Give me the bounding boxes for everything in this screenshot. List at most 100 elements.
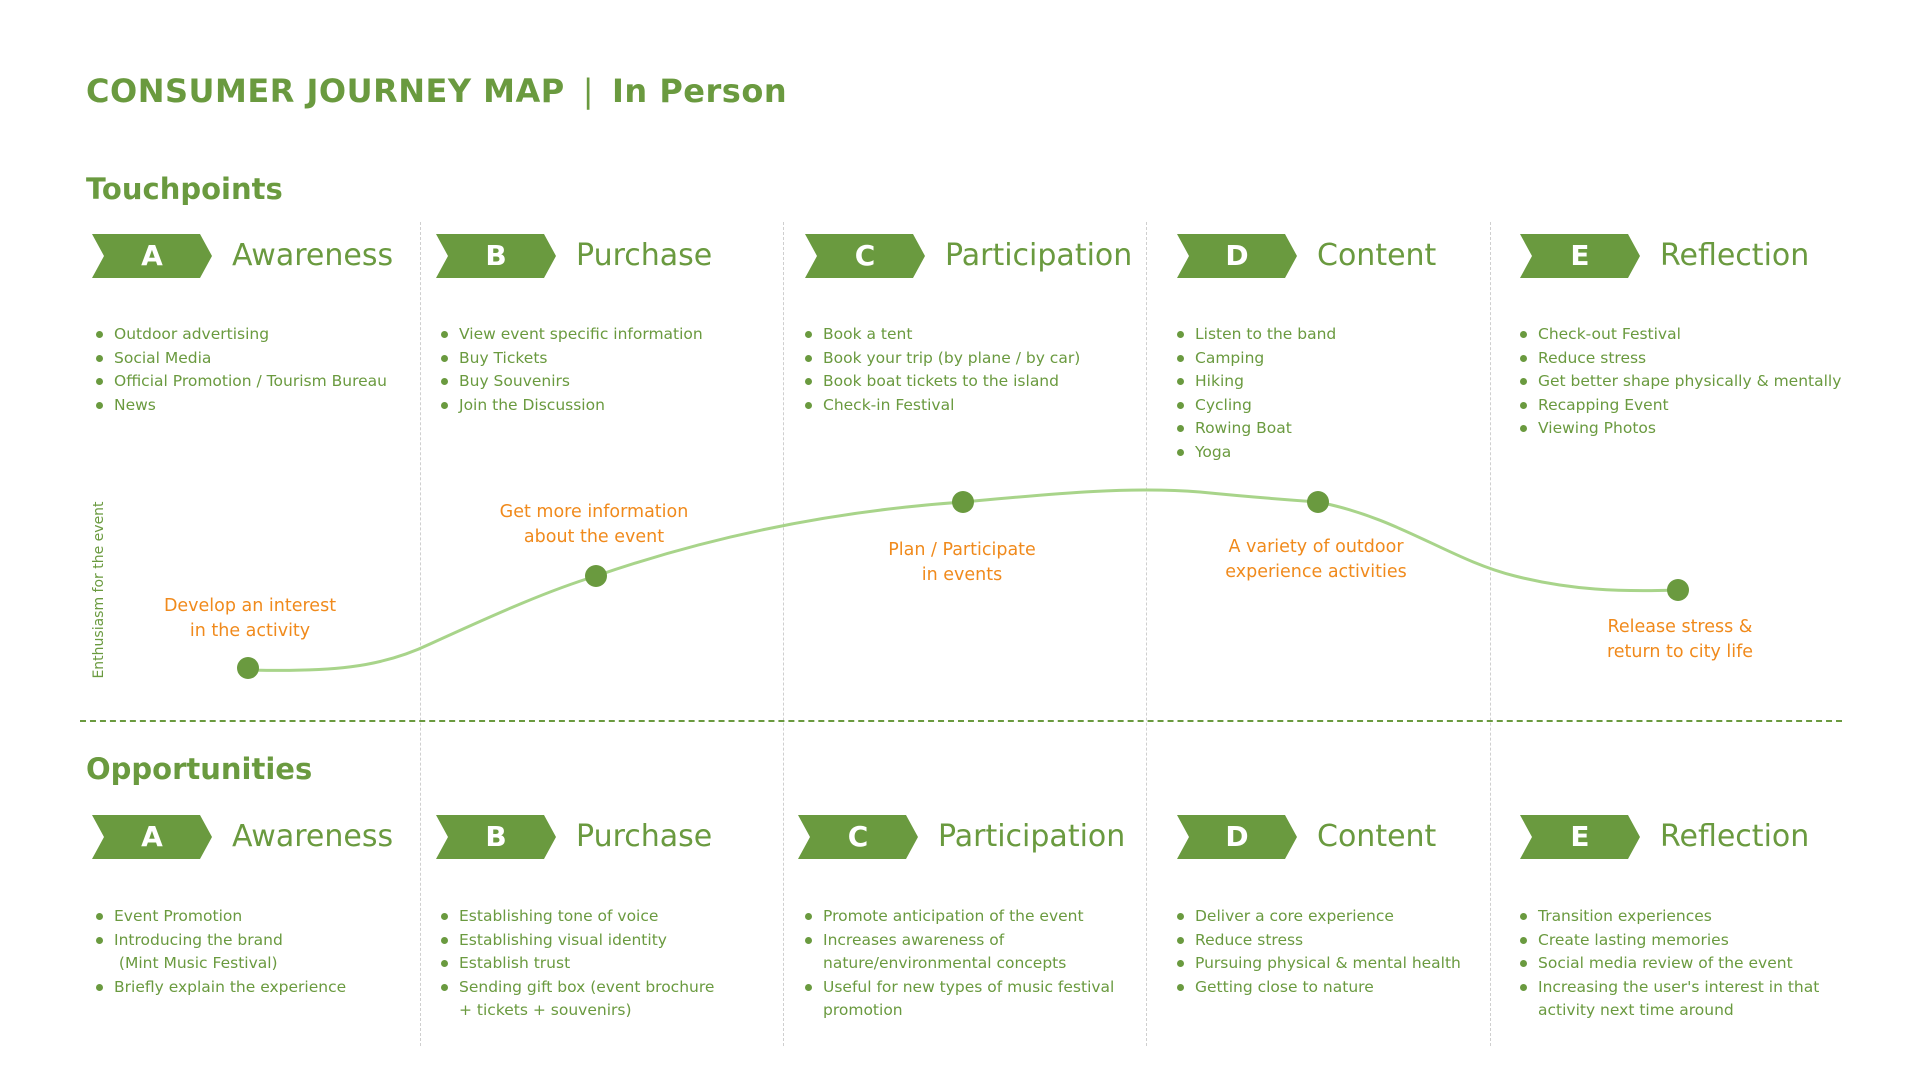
curve-label-reflection: Release stress & return to city life: [1560, 615, 1800, 665]
page-title: CONSUMER JOURNEY MAP | In Person: [86, 72, 787, 110]
list-item: Book your trip (by plane / by car): [805, 347, 1080, 371]
stage-label: Content: [1317, 238, 1437, 273]
list-item: Check-out Festival: [1520, 323, 1841, 347]
list-item: Sending gift box (event brochure+ ticket…: [441, 976, 714, 1023]
curve-label-line: return to city life: [1606, 642, 1754, 662]
list-item: Join the Discussion: [441, 394, 703, 418]
curve-label-line: in events: [921, 565, 1003, 585]
title-separator: |: [582, 72, 595, 110]
stage-badge: A: [92, 815, 212, 859]
list-item: Cycling: [1177, 394, 1336, 418]
list-item: Outdoor advertising: [96, 323, 387, 347]
stage-badge: A: [92, 234, 212, 278]
curve-label-line: in the activity: [189, 621, 311, 641]
list-item: Promote anticipation of the event: [805, 905, 1114, 929]
list-item: Pursuing physical & mental health: [1177, 952, 1461, 976]
enthusiasm-curve-line: [247, 488, 1679, 672]
column-divider: [420, 222, 421, 1046]
list-item: Briefly explain the experience: [96, 976, 346, 1000]
list-item: Establishing visual identity: [441, 929, 714, 953]
stage-badge: E: [1520, 234, 1640, 278]
list-item: Hiking: [1177, 370, 1336, 394]
stage-label: Awareness: [232, 819, 394, 854]
stage-label: Reflection: [1660, 819, 1810, 854]
column-divider: [783, 222, 784, 1046]
list-item: Introducing the brand (Mint Music Festiv…: [96, 929, 346, 976]
stage-label: Participation: [945, 238, 1133, 273]
list-item: Reduce stress: [1520, 347, 1841, 371]
list-item: Establish trust: [441, 952, 714, 976]
list-item: Social Media: [96, 347, 387, 371]
list-item: Book boat tickets to the island: [805, 370, 1080, 394]
curve-point-awareness: [237, 657, 259, 679]
curve-label-line: Develop an interest: [163, 596, 337, 616]
page-title-main: CONSUMER JOURNEY MAP: [86, 72, 565, 110]
list-item: Rowing Boat: [1177, 417, 1336, 441]
list-item: Camping: [1177, 347, 1336, 371]
stage-badge: D: [1177, 815, 1297, 859]
stage-label: Reflection: [1660, 238, 1810, 273]
stage-badge: B: [436, 815, 556, 859]
list-item: Buy Souvenirs: [441, 370, 703, 394]
stage-badge: D: [1177, 234, 1297, 278]
curve-point-purchase: [585, 565, 607, 587]
curve-label-line: Release stress &: [1607, 617, 1753, 637]
column-divider: [1490, 222, 1491, 1046]
curve-label-line: experience activities: [1225, 562, 1407, 582]
curve-point-participation: [952, 491, 974, 513]
list-item: Get better shape physically & mentally: [1520, 370, 1841, 394]
list-item: Social media review of the event: [1520, 952, 1819, 976]
stage-label: Awareness: [232, 238, 394, 273]
curve-label-line: Get more information: [499, 502, 689, 522]
stage-badge: B: [436, 234, 556, 278]
opportunities-title: Opportunities: [86, 752, 313, 786]
section-divider: [80, 720, 1842, 722]
list-item: Deliver a core experience: [1177, 905, 1461, 929]
list-item: Transition experiences: [1520, 905, 1819, 929]
curve-label-line: A variety of outdoor: [1228, 537, 1404, 557]
curve-point-content: [1307, 491, 1329, 513]
list-item: Establishing tone of voice: [441, 905, 714, 929]
list-item: Buy Tickets: [441, 347, 703, 371]
list-item: Recapping Event: [1520, 394, 1841, 418]
list-item: Check-in Festival: [805, 394, 1080, 418]
column-divider: [1146, 222, 1147, 1046]
curve-label-awareness: Develop an interest in the activity: [130, 594, 370, 644]
list-item: Create lasting memories: [1520, 929, 1819, 953]
stage-label: Content: [1317, 819, 1437, 854]
curve-label-line: about the event: [523, 527, 665, 547]
list-item: News: [96, 394, 387, 418]
list-item: Book a tent: [805, 323, 1080, 347]
curve-label-purchase: Get more information about the event: [474, 500, 714, 550]
curve-label-line: Plan / Participate: [888, 540, 1036, 560]
touchpoints-title: Touchpoints: [86, 172, 283, 206]
stage-badge: C: [798, 815, 918, 859]
list-item: Viewing Photos: [1520, 417, 1841, 441]
list-item: Reduce stress: [1177, 929, 1461, 953]
stage-label: Participation: [938, 819, 1126, 854]
curve-label-content: A variety of outdoor experience activiti…: [1196, 535, 1436, 585]
list-item: Event Promotion: [96, 905, 346, 929]
list-item: Official Promotion / Tourism Bureau: [96, 370, 387, 394]
curve-point-reflection: [1667, 579, 1689, 601]
stage-badge: E: [1520, 815, 1640, 859]
page-title-subtitle: In Person: [612, 72, 788, 110]
list-item: Listen to the band: [1177, 323, 1336, 347]
list-item: Yoga: [1177, 441, 1336, 465]
curve-label-participation: Plan / Participate in events: [842, 538, 1082, 588]
